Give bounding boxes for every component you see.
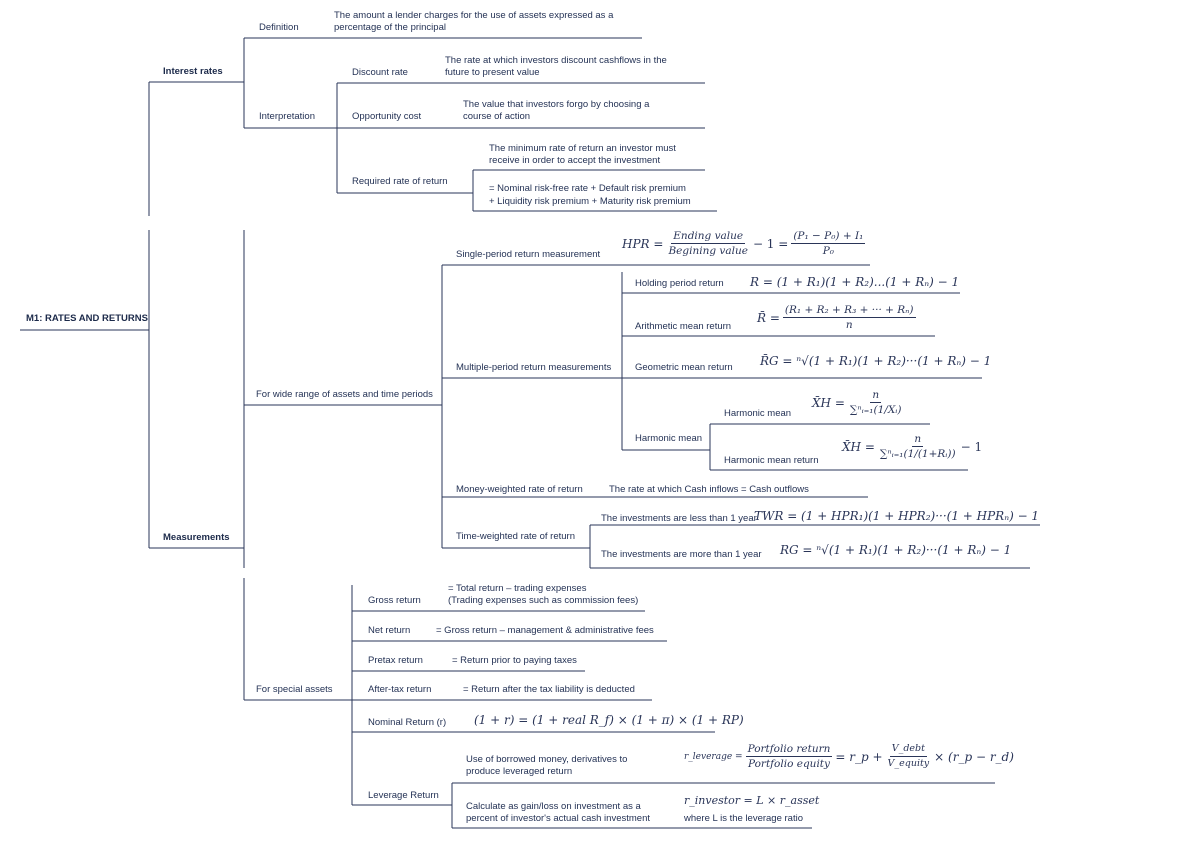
required-rate-formula-1: = Nominal risk-free rate + Default risk …	[489, 183, 686, 194]
leverage-num-2: V_debt	[889, 742, 927, 757]
harmonic-return-num: n	[912, 433, 924, 447]
investor-note: where L is the leverage ratio	[684, 813, 803, 824]
definition-label: Definition	[259, 22, 299, 33]
leverage-text-2: produce leveraged return	[466, 766, 573, 777]
leverage-den-1: Portfolio equity	[747, 758, 830, 770]
root-title: M1: RATES AND RETURNS	[26, 313, 148, 324]
gross-return-label: Gross return	[368, 595, 421, 606]
nominal-return-label: Nominal Return (r)	[368, 717, 447, 728]
discount-rate-text-1: The rate at which investors discount cas…	[445, 55, 667, 66]
opportunity-cost-label: Opportunity cost	[352, 111, 422, 122]
interest-rates-label: Interest rates	[163, 66, 223, 77]
hpr-fraction-2: (P₁ − P₀) + I₁ P₀	[791, 229, 866, 258]
time-weighted-more-label: The investments are more than 1 year	[601, 549, 762, 560]
gross-return-text-2: (Trading expenses such as commission fee…	[448, 595, 639, 606]
opportunity-cost-text-2: course of action	[463, 111, 531, 122]
investor-text-1: Calculate as gain/loss on investment as …	[466, 801, 641, 812]
holding-period-formula: R = (1 + R₁)(1 + R₂)...(1 + Rₙ) − 1	[750, 275, 960, 289]
required-rate-text-1: The minimum rate of return an investor m…	[489, 143, 676, 154]
hpr-num-2: (P₁ − P₀) + I₁	[791, 230, 866, 244]
definition-text-2: percentage of the principal	[334, 22, 446, 33]
harmonic-mean-fraction: n ∑ⁿᵢ₌₁(1/Xᵢ)	[848, 388, 904, 417]
leverage-num-1: Portfolio return	[745, 743, 833, 757]
time-weighted-less-formula: TWR = (1 + HPR₁)(1 + HPR₂)···(1 + HPRₙ) …	[754, 509, 1040, 523]
interpretation-label: Interpretation	[259, 111, 315, 122]
leverage-lhs: r_leverage =	[684, 751, 743, 762]
aftertax-return-label: After-tax return	[368, 684, 432, 695]
arithmetic-lhs: R̄ =	[757, 310, 780, 325]
geometric-mean-label: Geometric mean return	[635, 362, 733, 373]
special-assets-label: For special assets	[256, 684, 333, 695]
harmonic-return-formula: X̄H = n ∑ⁿᵢ₌₁(1/(1+Rᵢ)) − 1	[842, 432, 982, 461]
leverage-formula: r_leverage = Portfolio return Portfolio …	[684, 742, 1014, 771]
harmonic-mean-den: ∑ⁿᵢ₌₁(1/Xᵢ)	[849, 404, 902, 416]
hpr-lhs: HPR =	[622, 236, 664, 251]
harmonic-return-lhs: X̄H =	[842, 439, 875, 454]
harmonic-return-label: Harmonic mean return	[724, 455, 819, 466]
required-rate-formula-2: + Liquidity risk premium + Maturity risk…	[489, 196, 691, 207]
leverage-den-2: V_equity	[887, 758, 930, 769]
discount-rate-text-2: future to present value	[445, 67, 540, 78]
single-period-formula: HPR = Ending value Begining value − 1 = …	[622, 229, 868, 258]
harmonic-return-fraction: n ∑ⁿᵢ₌₁(1/(1+Rᵢ))	[878, 432, 958, 461]
net-return-text: = Gross return – management & administra…	[436, 625, 654, 636]
investor-formula: r_investor = L × r_asset	[684, 794, 820, 807]
discount-rate-label: Discount rate	[352, 67, 408, 78]
hpr-fraction-1: Ending value Begining value	[666, 229, 749, 258]
harmonic-mean-lhs: X̄H =	[812, 395, 845, 410]
arithmetic-num: (R₁ + R₂ + R₃ + ··· + Rₙ)	[782, 304, 916, 318]
leverage-return-label: Leverage Return	[368, 790, 439, 801]
hpr-mid: − 1 =	[752, 236, 789, 251]
holding-period-label: Holding period return	[635, 278, 724, 289]
money-weighted-label: Money-weighted rate of return	[456, 484, 583, 495]
wide-range-label: For wide range of assets and time period…	[256, 389, 433, 400]
arithmetic-mean-formula: R̄ = (R₁ + R₂ + R₃ + ··· + Rₙ) n	[757, 303, 919, 332]
arithmetic-fraction: (R₁ + R₂ + R₃ + ··· + Rₙ) n	[782, 303, 916, 332]
time-weighted-more-formula: RG = ⁿ√(1 + R₁)(1 + R₂)···(1 + Rₙ) − 1	[780, 543, 1012, 557]
investor-text-2: percent of investor's actual cash invest…	[466, 813, 650, 824]
multiple-period-label: Multiple-period return measurements	[456, 362, 612, 373]
required-rate-label: Required rate of return	[352, 176, 448, 187]
harmonic-mean-formula: X̄H = n ∑ⁿᵢ₌₁(1/Xᵢ)	[812, 388, 907, 417]
harmonic-return-den: ∑ⁿᵢ₌₁(1/(1+Rᵢ))	[879, 448, 956, 460]
leverage-tail: × (r_p − r_d)	[934, 749, 1014, 764]
leverage-mid: = r_p +	[835, 749, 883, 764]
measurements-label: Measurements	[163, 532, 230, 543]
opportunity-cost-text-1: The value that investors forgo by choosi…	[463, 99, 650, 110]
harmonic-mean-parent-label: Harmonic mean	[635, 433, 703, 444]
pretax-return-text: = Return prior to paying taxes	[452, 655, 577, 666]
leverage-fraction-2: V_debt V_equity	[886, 742, 932, 771]
money-weighted-text: The rate at which Cash inflows = Cash ou…	[609, 484, 809, 495]
net-return-label: Net return	[368, 625, 411, 636]
harmonic-mean-num: n	[870, 389, 882, 403]
leverage-text-1: Use of borrowed money, derivatives to	[466, 754, 628, 765]
hpr-den-2: P₀	[822, 245, 834, 257]
arithmetic-den: n	[845, 319, 853, 331]
hpr-den-1: Begining value	[668, 245, 748, 257]
hpr-num-1: Ending value	[671, 230, 746, 244]
aftertax-return-text: = Return after the tax liability is dedu…	[463, 684, 635, 695]
definition-text-1: The amount a lender charges for the use …	[334, 10, 614, 21]
nominal-return-formula: (1 + r) = (1 + real R_f) × (1 + π) × (1 …	[474, 713, 744, 727]
arithmetic-mean-label: Arithmetic mean return	[635, 321, 732, 332]
harmonic-mean-label: Harmonic mean	[724, 408, 792, 419]
single-period-label: Single-period return measurement	[456, 249, 601, 260]
time-weighted-label: Time-weighted rate of return	[456, 531, 575, 542]
leverage-fraction-1: Portfolio return Portfolio equity	[745, 742, 833, 771]
gross-return-text-1: = Total return – trading expenses	[448, 583, 587, 594]
time-weighted-less-label: The investments are less than 1 year	[601, 513, 757, 524]
geometric-mean-formula: R̄G = ⁿ√(1 + R₁)(1 + R₂)···(1 + Rₙ) − 1	[760, 354, 992, 368]
required-rate-text-2: receive in order to accept the investmen…	[489, 155, 661, 166]
harmonic-return-tail: − 1	[960, 439, 983, 454]
pretax-return-label: Pretax return	[368, 655, 423, 666]
